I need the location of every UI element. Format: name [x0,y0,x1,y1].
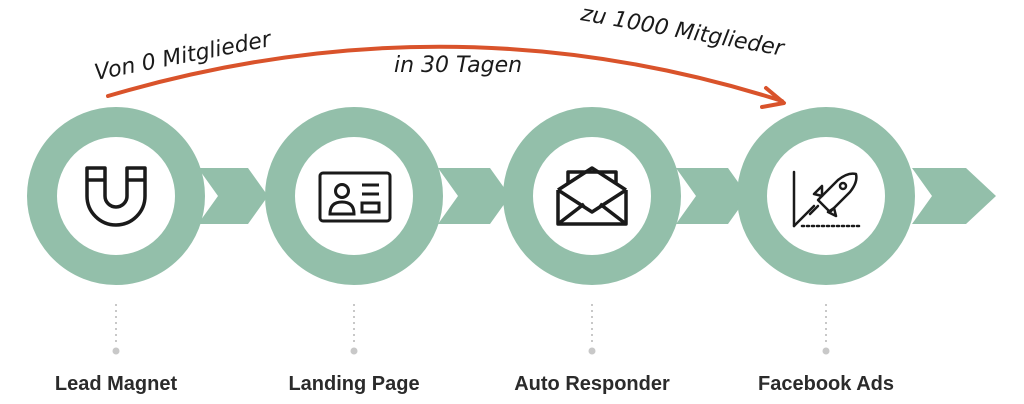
step-label-facebook-ads: Facebook Ads [758,373,894,395]
rocket-chart-icon [792,170,862,228]
annotation-middle: in 30 Tagen [394,53,522,78]
profile-card-icon [318,171,392,223]
step-label-lead-magnet: Lead Magnet [55,373,178,395]
ring-lead-magnet [27,107,205,285]
ring-auto-responder [503,107,681,285]
magnet-icon [85,166,147,227]
chevron-1 [198,168,268,224]
chevron-final [912,168,996,224]
annotation-end: zu 1000 Mitglieder [578,1,788,62]
envelope-icon [556,166,628,226]
ring-facebook-ads [737,107,915,285]
growth-arc-line [106,44,784,103]
ring-landing-page [265,107,443,285]
label-connectors [115,304,827,346]
step-label-auto-responder: Auto Responder [514,373,670,395]
label-connector-dots [112,347,830,355]
step-rings [27,107,915,285]
growth-arc-arrowhead [760,86,786,109]
growth-arc [106,44,786,109]
chevron-3 [676,168,748,224]
chevron-connectors [198,168,996,224]
chevron-2 [438,168,510,224]
step-label-landing-page: Landing Page [288,373,419,395]
